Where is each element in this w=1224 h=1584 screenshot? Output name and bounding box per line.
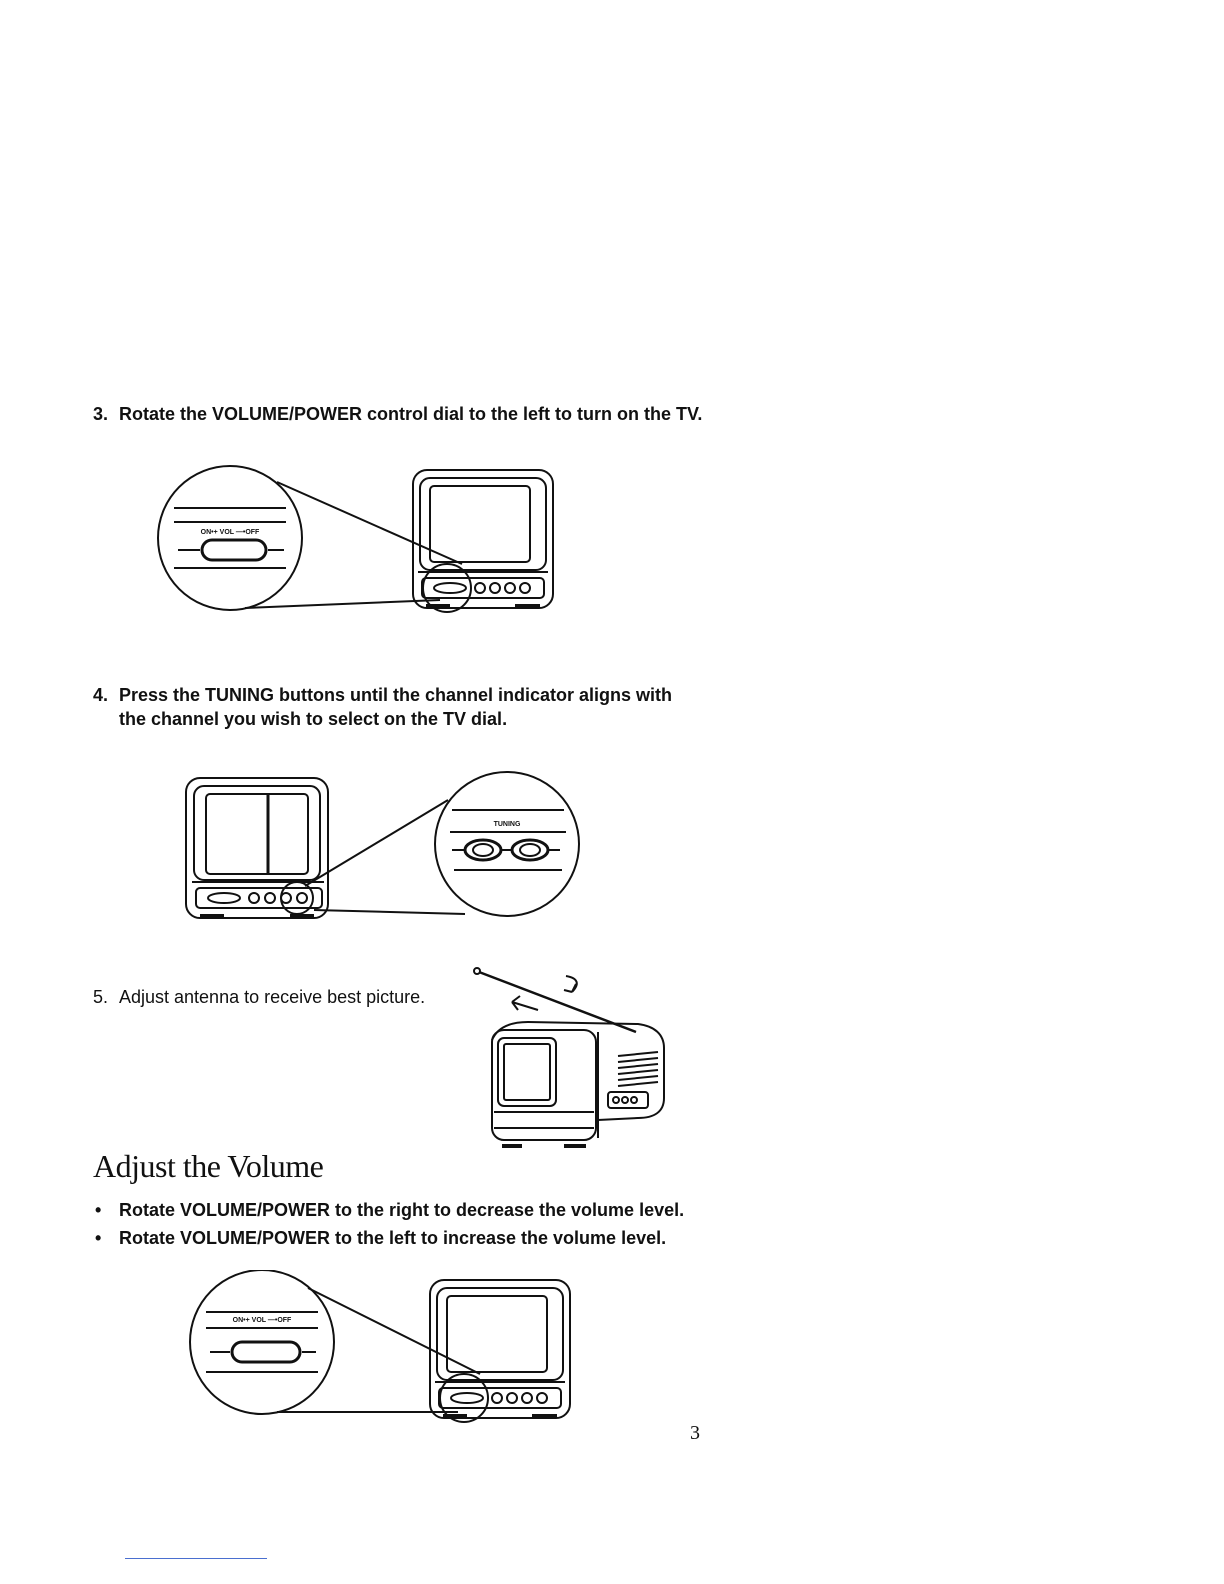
page-number: 3 bbox=[690, 1422, 700, 1444]
bullet-text: Rotate VOLUME/POWER to the left to incre… bbox=[119, 1228, 667, 1248]
antenna-adjust-illustration bbox=[473, 967, 665, 1148]
bullet-text: Rotate VOLUME/POWER to the right to decr… bbox=[119, 1200, 685, 1220]
section-heading: Adjust the Volume bbox=[93, 1148, 324, 1184]
volume-power-dial-illustration: ON•+ VOL —•OFF bbox=[157, 465, 554, 613]
volume-dial-label: ON•+ VOL —•OFF bbox=[233, 1317, 292, 1324]
step-number: 5. bbox=[93, 987, 109, 1007]
volume-adjust-illustration: ON•+ VOL —•OFF bbox=[189, 1270, 571, 1423]
step-text: Press the TUNING buttons until the chann… bbox=[119, 685, 673, 729]
step-number: 4. bbox=[93, 685, 109, 705]
step-4: 4. Press the TUNING buttons until the cha… bbox=[93, 683, 672, 731]
footer-rule bbox=[125, 1558, 267, 1559]
bullet-symbol: • bbox=[95, 1200, 102, 1220]
step-3: 3. Rotate the VOLUME/POWER control dial t… bbox=[93, 402, 702, 426]
list-item: • Rotate VOLUME/POWER to the left to incr… bbox=[93, 1224, 684, 1252]
step-5: 5. Adjust antenna to receive best picture… bbox=[93, 985, 425, 1009]
volume-bullet-list: • Rotate VOLUME/POWER to the right to dec… bbox=[93, 1196, 684, 1252]
bullet-symbol: • bbox=[95, 1228, 102, 1248]
step-number: 3. bbox=[93, 404, 109, 424]
tuning-label: TUNING bbox=[494, 821, 521, 828]
step-text: Adjust antenna to receive best picture. bbox=[119, 987, 426, 1007]
tuning-buttons-illustration: TUNING bbox=[185, 771, 580, 919]
list-item: • Rotate VOLUME/POWER to the right to dec… bbox=[93, 1196, 684, 1224]
volume-dial-label: ON•+ VOL —•OFF bbox=[201, 529, 260, 536]
step-text: Rotate the VOLUME/POWER control dial to … bbox=[119, 404, 703, 424]
